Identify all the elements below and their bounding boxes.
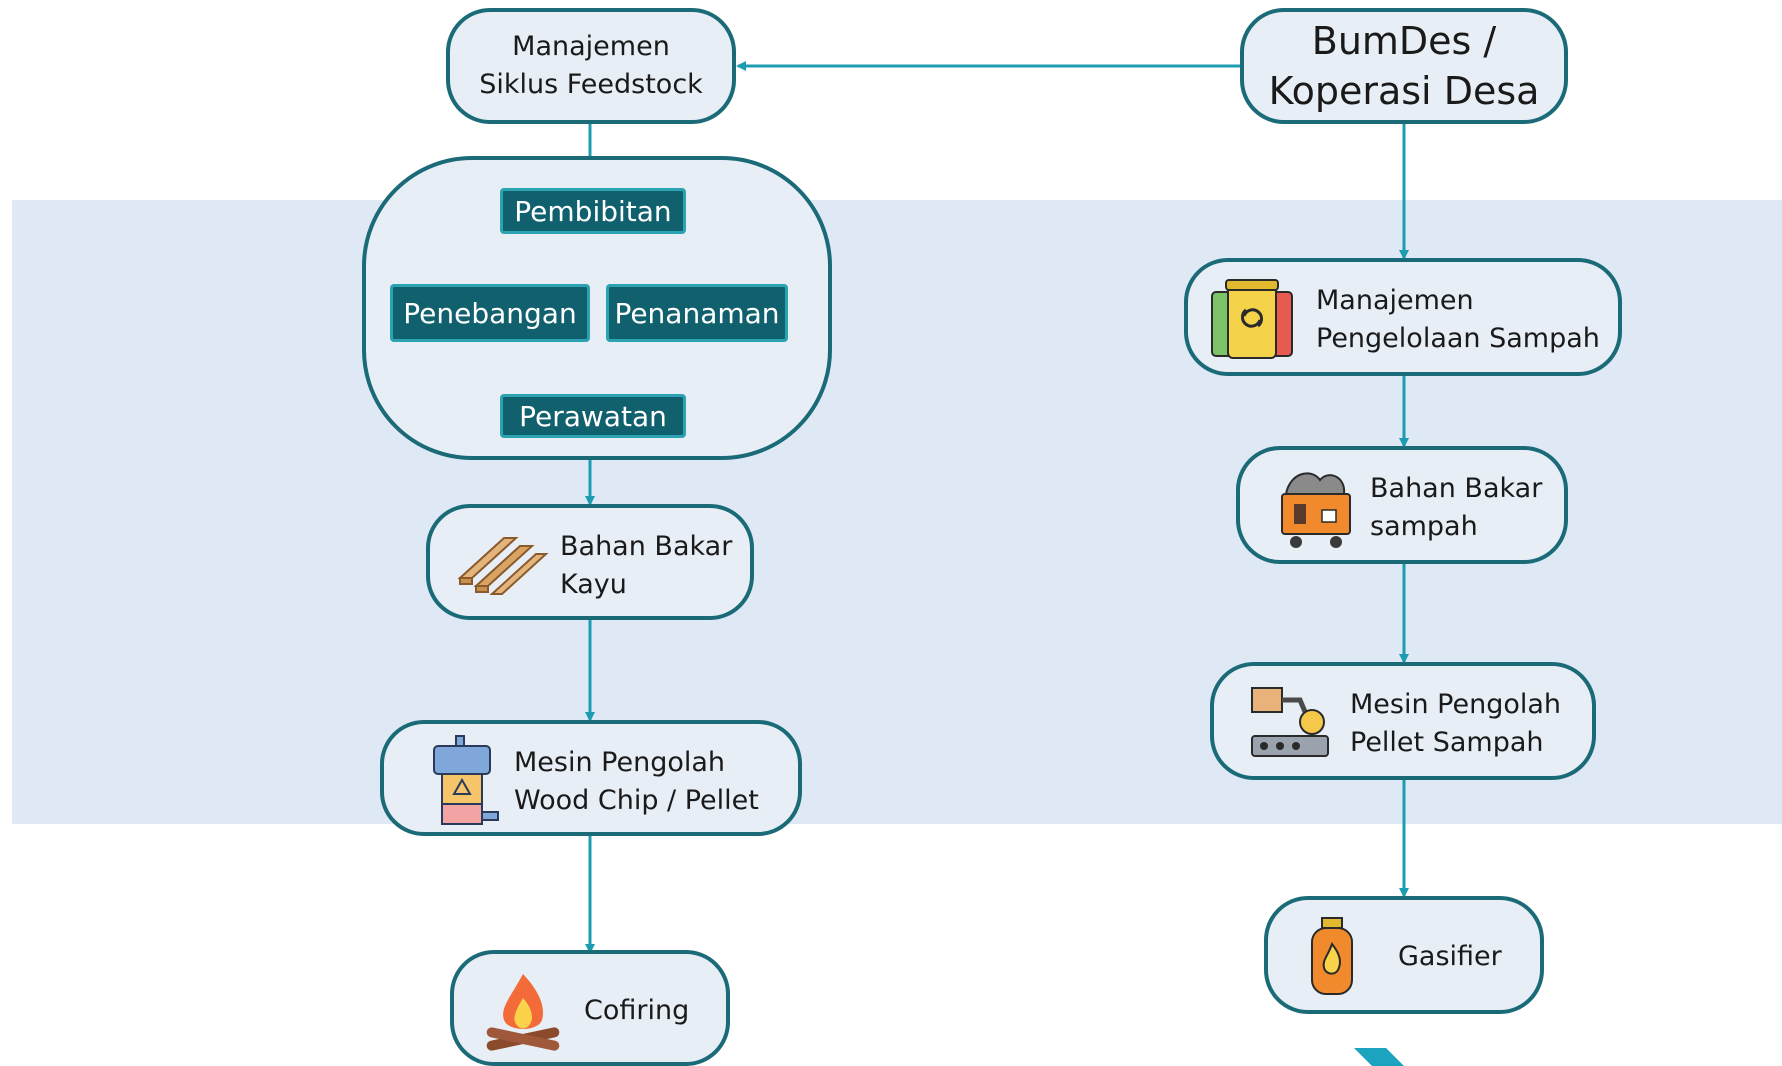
node-manajemen-sampah-label: Manajemen Pengelolaan Sampah (1316, 285, 1600, 354)
node-bahan-bakar-sampah: Bahan Bakar sampah (1236, 446, 1568, 564)
campfire-icon (486, 974, 560, 1051)
cycle-stage-perawatan: Perawatan (500, 394, 686, 438)
node-mesin-wood-chip: Mesin Pengolah Wood Chip / Pellet (380, 720, 802, 836)
gas-cylinder-icon (1311, 917, 1353, 995)
node-siklus-feedstock: Manajemen Siklus Feedstock (446, 8, 736, 124)
node-bumdes-koperasi: BumDes / Koperasi Desa (1240, 8, 1568, 124)
cycle-stage-pembibitan-label: Pembibitan (514, 194, 672, 228)
node-bahan-bakar-kayu-label: Bahan Bakar Kayu (560, 531, 733, 600)
cycle-stage-penebangan-label: Penebangan (403, 296, 577, 330)
cycle-stage-penebangan: Penebangan (390, 284, 590, 342)
node-mesin-wood-chip-label: Mesin Pengolah Wood Chip / Pellet (514, 747, 759, 816)
node-cofiring-label: Cofiring (584, 995, 690, 1026)
node-siklus-feedstock-label: Manajemen Siklus Feedstock (479, 31, 703, 100)
recycle-bins-icon (1211, 279, 1293, 359)
pellet-machine-icon (433, 735, 499, 825)
node-bahan-bakar-kayu: Bahan Bakar Kayu (426, 504, 754, 620)
cycle-stage-penanaman-label: Penanaman (614, 296, 780, 330)
node-gasifier-label: Gasifier (1398, 941, 1502, 972)
waste-cart-icon (1281, 472, 1351, 548)
cycle-stage-penanaman: Penanaman (606, 284, 788, 342)
factory-robot-icon (1251, 687, 1329, 757)
node-manajemen-sampah: Manajemen Pengelolaan Sampah (1184, 258, 1622, 376)
node-cofiring: Cofiring (450, 950, 730, 1066)
node-bahan-bakar-sampah-label: Bahan Bakar sampah (1370, 473, 1543, 542)
node-mesin-pellet-sampah-label: Mesin Pengolah Pellet Sampah (1350, 689, 1562, 758)
cycle-stage-perawatan-label: Perawatan (519, 399, 667, 433)
wood-planks-icon (457, 537, 549, 595)
node-mesin-pellet-sampah: Mesin Pengolah Pellet Sampah (1210, 662, 1596, 780)
cycle-stage-pembibitan: Pembibitan (500, 188, 686, 234)
node-bumdes-koperasi-label: BumDes / Koperasi Desa (1268, 19, 1540, 113)
decorative-chevron (1354, 1048, 1404, 1066)
node-gasifier: Gasifier (1264, 896, 1544, 1014)
